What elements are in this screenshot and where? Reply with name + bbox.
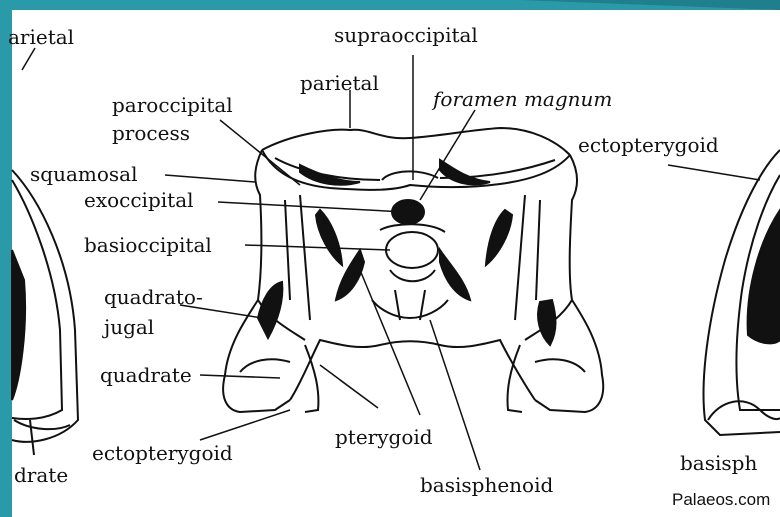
right-partial-skull (704, 150, 780, 435)
label-quadratojugal-2: jugal (104, 316, 154, 338)
label-foramen-magnum: foramen magnum (433, 88, 612, 110)
label-exoccipital: exoccipital (84, 189, 194, 211)
label-basisphenoid: basisphenoid (420, 474, 553, 496)
label-supraoccipital: supraoccipital (334, 24, 478, 46)
label-basisph-right: basisph (680, 452, 757, 474)
label-quadrate: quadrate (100, 364, 192, 386)
label-quadrate-left: drate (14, 464, 68, 486)
label-process: process (112, 122, 190, 144)
label-ectopterygoid-bottom: ectopterygoid (92, 442, 233, 464)
label-pterygoid: pterygoid (335, 426, 433, 448)
label-basioccipital: basioccipital (84, 234, 212, 256)
label-squamosal: squamosal (30, 163, 137, 185)
label-parietal: parietal (300, 72, 379, 94)
label-ectopterygoid-right: ectopterygoid (578, 134, 719, 156)
credit-palaeos: Palaeos.com (672, 490, 770, 510)
label-parietal-left: arietal (8, 26, 74, 48)
label-quadratojugal-1: quadrato- (104, 286, 203, 308)
label-paroccipital: paroccipital (112, 94, 233, 116)
left-partial-skull (12, 170, 78, 455)
